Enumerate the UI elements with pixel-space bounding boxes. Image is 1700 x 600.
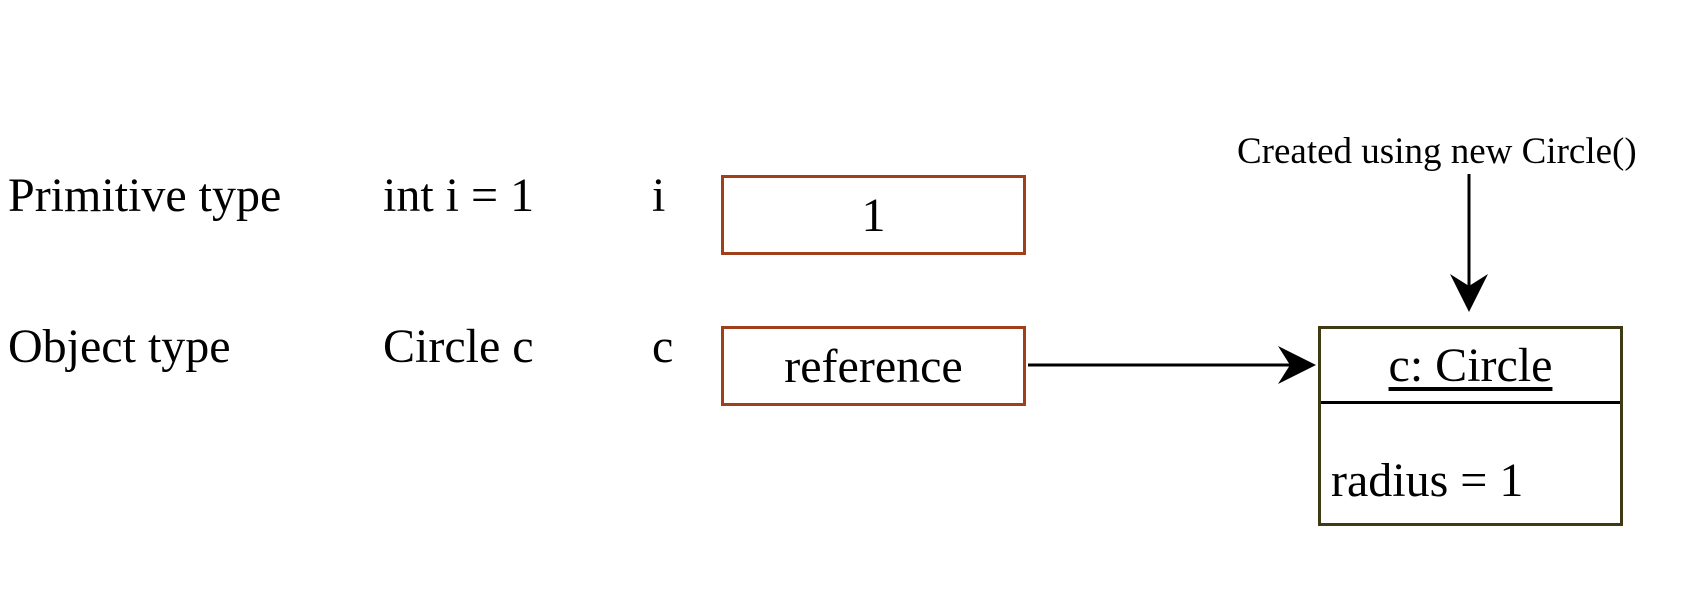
object-type-label: Object type — [8, 320, 231, 373]
primitive-value-cell: 1 — [721, 175, 1026, 255]
reference-arrow — [1028, 346, 1316, 384]
primitive-type-label: Primitive type — [8, 169, 282, 222]
reference-text: reference — [784, 339, 963, 393]
reference-arrow-head — [1278, 346, 1316, 384]
creation-annotation: Created using new Circle() — [1237, 131, 1637, 172]
object-divider — [1321, 401, 1620, 404]
primitive-declaration: int i = 1 — [383, 169, 535, 222]
creation-arrow-head — [1450, 274, 1488, 312]
object-title: c: Circle — [1388, 338, 1553, 392]
circle-object-box: c: Circle radius = 1 — [1318, 326, 1623, 526]
object-declaration: Circle c — [383, 320, 534, 373]
object-attribute: radius = 1 — [1331, 454, 1524, 507]
reference-cell: reference — [721, 326, 1026, 406]
primitive-value-text: 1 — [861, 188, 886, 242]
primitive-variable-name: i — [652, 169, 666, 222]
object-variable-name: c — [652, 320, 674, 373]
creation-arrow — [1450, 174, 1488, 312]
